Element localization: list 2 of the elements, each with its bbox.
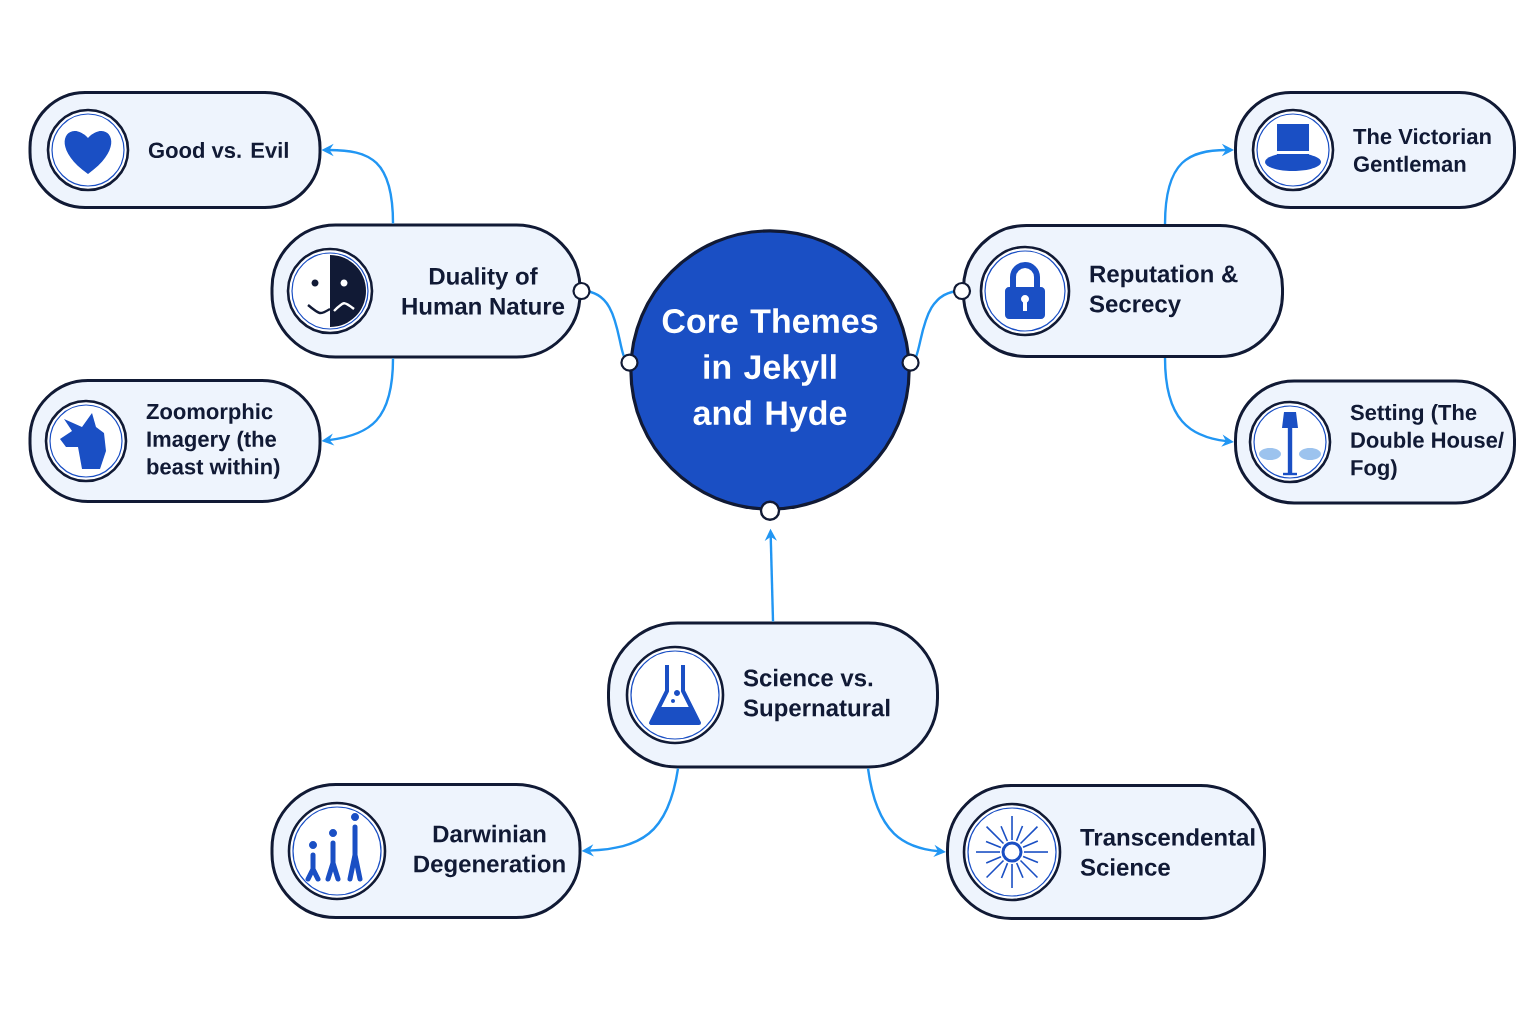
connector (901, 281, 972, 372)
connector (572, 281, 639, 372)
